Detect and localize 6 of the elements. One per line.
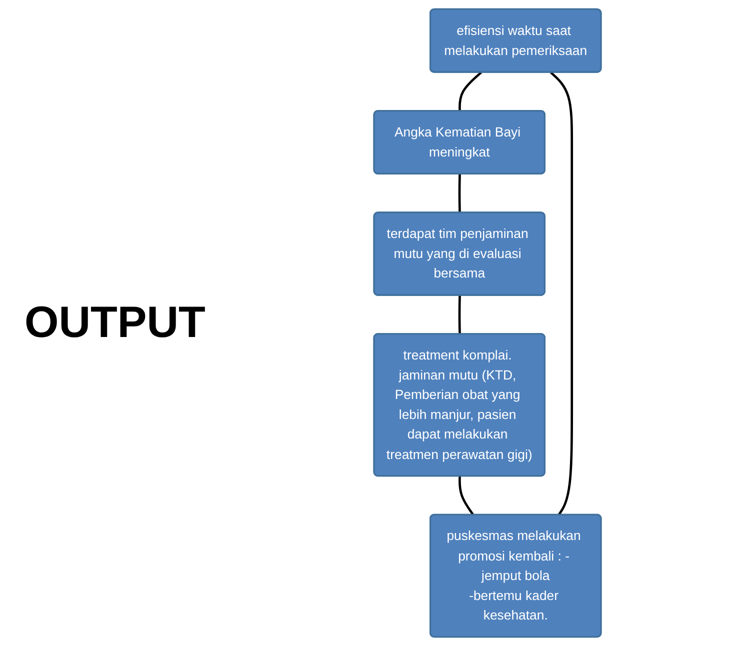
connector (458, 476, 474, 516)
connector (458, 295, 461, 334)
connector (458, 174, 461, 213)
connector (550, 72, 574, 516)
connector (458, 72, 482, 112)
center-label: OUTPUT (24, 298, 206, 348)
